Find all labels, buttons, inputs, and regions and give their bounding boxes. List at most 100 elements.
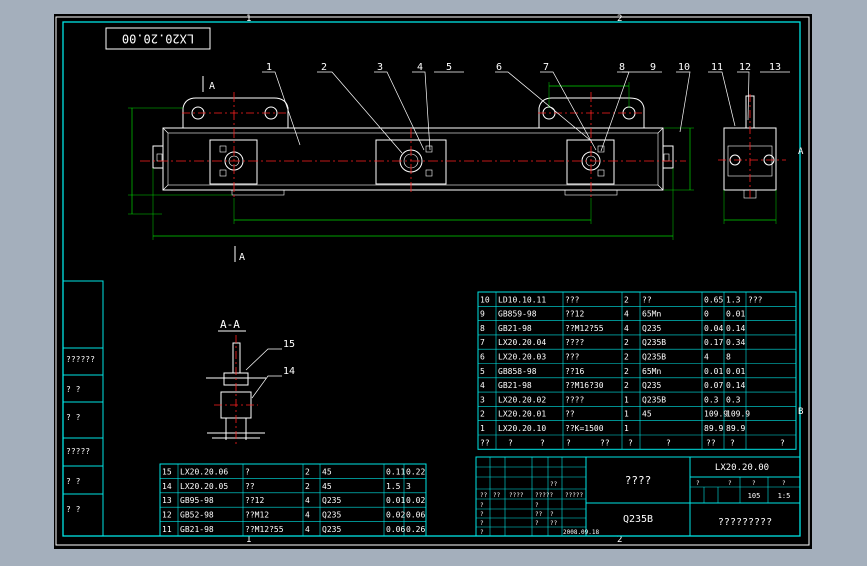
section-balloon-14: 14 bbox=[283, 366, 295, 377]
bom-top-cell: 0 bbox=[704, 310, 709, 319]
bom-bottom-cell: Q235 bbox=[322, 525, 341, 534]
view-label-top: A bbox=[209, 81, 215, 92]
tb-weight-h4: ? bbox=[782, 480, 786, 487]
bom-top-cell: 0.01 bbox=[726, 310, 745, 319]
tb-label-14: ?? bbox=[550, 520, 558, 527]
bom-top-header-cell: ? bbox=[730, 438, 735, 447]
title-block: ?? ?? ???? ????? ????? ? ? ?? ? ?? ? ? ?… bbox=[475, 456, 801, 537]
bom-top-cell: ???? bbox=[565, 338, 584, 347]
bom-top-cell: LD10.10.11 bbox=[498, 295, 546, 304]
tb-label-9: ? bbox=[480, 511, 484, 518]
bom-bottom-cell: Q235 bbox=[322, 511, 341, 520]
tb-weight-h3: ? bbox=[752, 480, 756, 487]
bom-bottom-cell: 12 bbox=[162, 511, 172, 520]
bom-top-cell: LX20.20.03 bbox=[498, 352, 546, 361]
bom-bottom-cell: 15 bbox=[162, 467, 172, 476]
view-label-bottom: A bbox=[239, 252, 245, 263]
section-balloon-15: 15 bbox=[283, 339, 295, 350]
bom-top-cell: ??M12?55 bbox=[565, 324, 604, 333]
bom-top-cell: 0.07 bbox=[704, 381, 723, 390]
bom-top-cell: 2 bbox=[624, 367, 629, 376]
bom-top-cell: ?? bbox=[565, 410, 575, 419]
bom-top-cell: 0.3 bbox=[704, 395, 719, 404]
bom-top-cell: GB859-98 bbox=[498, 310, 537, 319]
balloon-12: 12 bbox=[739, 62, 751, 73]
tb-weight-h1: ? bbox=[696, 480, 700, 487]
balloon-4: 4 bbox=[417, 62, 423, 73]
bom-top-cell: 0.3 bbox=[726, 395, 741, 404]
inner-border bbox=[62, 21, 801, 537]
bom-bottom-cell: 4 bbox=[305, 525, 310, 534]
tb-date: 2008.09.18 bbox=[563, 529, 600, 536]
zone-right-b: B bbox=[798, 407, 803, 417]
bom-top-cell: 0.34 bbox=[726, 338, 745, 347]
bom-bottom-cell: 4 bbox=[305, 511, 310, 520]
bom-bottom-cell: 0.22 bbox=[406, 467, 425, 476]
left-strip-6: ? ? bbox=[66, 505, 81, 514]
bom-top-header-cell: ? bbox=[508, 438, 513, 447]
bom-top-cell: ??16 bbox=[565, 367, 584, 376]
bom-top-header-cell: ?? bbox=[600, 438, 610, 447]
bom-top-cell: 2 bbox=[480, 410, 485, 419]
bom-bottom-cell: Q235 bbox=[322, 496, 341, 505]
bom-bottom-cell: 14 bbox=[162, 482, 172, 491]
bom-top-cell: 65Mn bbox=[642, 310, 661, 319]
balloon-7: 7 bbox=[543, 62, 549, 73]
balloon-10: 10 bbox=[678, 62, 690, 73]
bom-top-cell: 7 bbox=[480, 338, 485, 347]
zone-top-1: 1 bbox=[246, 14, 251, 24]
balloon-2: 2 bbox=[321, 62, 327, 73]
bom-top-cell: 9 bbox=[480, 310, 485, 319]
bom-top-cell: 1 bbox=[624, 395, 629, 404]
bom-bottom-cell: 3 bbox=[406, 482, 411, 491]
tb-label-1: ?? bbox=[480, 492, 488, 499]
bom-top-cell: Q235B bbox=[642, 338, 666, 347]
zone-bottom-2: 2 bbox=[617, 535, 622, 545]
bom-top-cell: 2 bbox=[624, 338, 629, 347]
bom-top-cell: 6 bbox=[480, 352, 485, 361]
bom-top-cell: ??? bbox=[565, 352, 580, 361]
bom-top-cell: ??M16?30 bbox=[565, 381, 604, 390]
bom-top-cell: 4 bbox=[704, 352, 709, 361]
bom-top-cell: GB858-98 bbox=[498, 367, 537, 376]
bom-bottom-cell: 2 bbox=[305, 482, 310, 491]
bom-top-cell: 1 bbox=[480, 424, 485, 433]
bom-bottom-cell: 0.01 bbox=[386, 496, 405, 505]
zone-top-2: 2 bbox=[617, 14, 622, 24]
bom-top-cell: LX20.20.01 bbox=[498, 410, 546, 419]
code-box bbox=[105, 27, 211, 50]
bom-bottom-cell: 45 bbox=[322, 482, 332, 491]
balloons: 1 2 3 4 5 6 7 8 9 10 11 12 13 bbox=[266, 62, 781, 73]
bom-top-cell: 109.9 bbox=[704, 410, 728, 419]
bom-bottom-cell: 2 bbox=[305, 467, 310, 476]
bom-top-cell: 4 bbox=[624, 310, 629, 319]
bom-top-cell: 0.65 bbox=[704, 295, 723, 304]
bom-top-cell: 0.01 bbox=[726, 367, 745, 376]
bom-top-cell: 4 bbox=[624, 324, 629, 333]
bom-top-header-cell: ? bbox=[628, 438, 633, 447]
left-strip-4: ????? bbox=[66, 447, 90, 456]
bom-top-cell: 8 bbox=[480, 324, 485, 333]
bom-top-cell: LX20.20.10 bbox=[498, 424, 546, 433]
bom-top-header-cell: ? bbox=[540, 438, 545, 447]
tb-label-7: ? bbox=[535, 502, 539, 509]
bom-top-cell: LX20.20.04 bbox=[498, 338, 546, 347]
bom-top-cell: 1.3 bbox=[726, 295, 741, 304]
bom-top-cell: 8 bbox=[726, 352, 731, 361]
bom-top-cell: 1 bbox=[624, 410, 629, 419]
section-title: A-A bbox=[220, 318, 240, 331]
tb-label-10: ?? bbox=[535, 511, 543, 518]
tb-label-2: ?? bbox=[493, 492, 501, 499]
bom-bottom-cell: 0.11 bbox=[386, 467, 405, 476]
bom-top-cell: 65Mn bbox=[642, 367, 661, 376]
code-box-text: LX20.20.00 bbox=[122, 32, 194, 46]
part-name: ???? bbox=[625, 474, 652, 487]
bom-bottom-cell: LX20.20.05 bbox=[180, 482, 228, 491]
left-strip-5: ? ? bbox=[66, 477, 81, 486]
tb-label-4: ????? bbox=[535, 492, 553, 499]
bom-top-cell: ??? bbox=[565, 295, 580, 304]
bom-top-cell: 5 bbox=[480, 367, 485, 376]
tb-label-12: ? bbox=[480, 520, 484, 527]
